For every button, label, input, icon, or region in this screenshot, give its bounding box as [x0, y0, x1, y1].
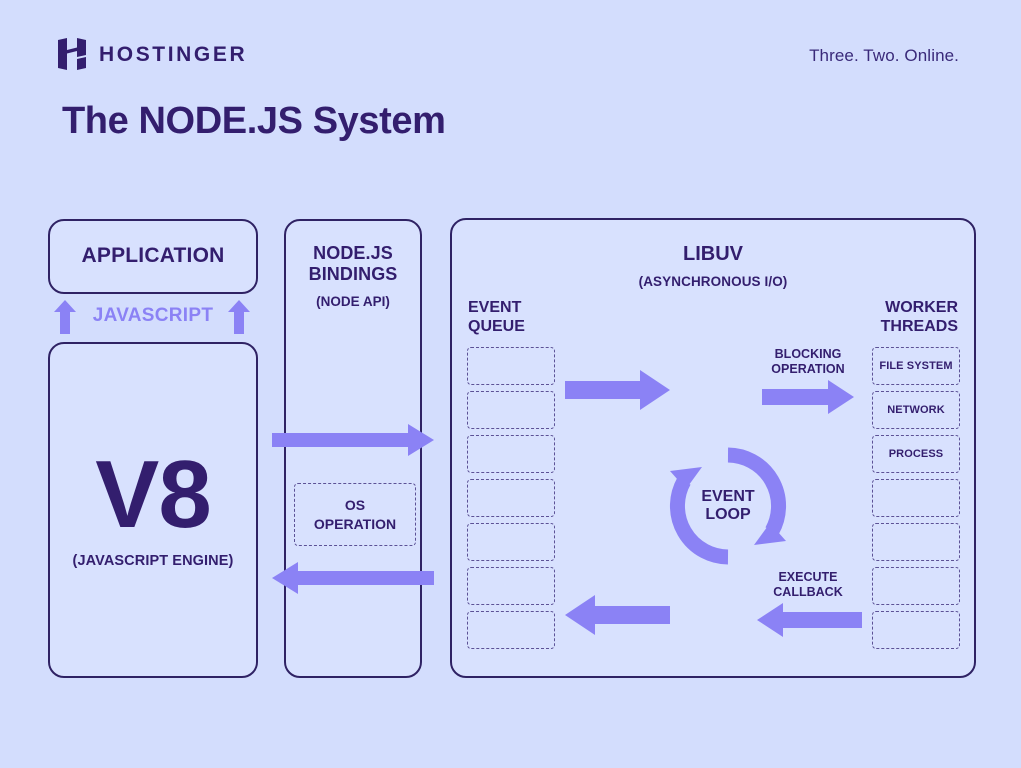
application-label: APPLICATION [81, 244, 225, 268]
os-operation-line1: OS [344, 497, 366, 514]
event-queue-slot [467, 435, 555, 473]
event-queue-slot [467, 347, 555, 385]
v8-sublabel: (JAVASCRIPT ENGINE) [72, 553, 234, 570]
bindings-title-line1: NODE.JS [313, 243, 393, 263]
arrow-left-icon-execute-callback [757, 603, 862, 637]
event-loop-label-line2: LOOP [705, 506, 751, 523]
libuv-panel: LIBUV (ASYNCHRONOUS I/O) EVENT QUEUE WOR… [450, 218, 976, 678]
arrow-right-icon-to-libuv [272, 424, 434, 456]
bindings-title: NODE.JS BINDINGS [286, 243, 420, 285]
v8-panel: V8 (JAVASCRIPT ENGINE) [48, 342, 258, 678]
v8-label: V8 [95, 440, 211, 548]
os-operation-line2: OPERATION [313, 515, 397, 532]
event-queue-slot [467, 567, 555, 605]
arrow-up-icon-left [54, 300, 76, 334]
worker-thread-slot [872, 611, 960, 649]
event-queue-slot [467, 611, 555, 649]
worker-thread-slot [872, 523, 960, 561]
event-queue-slot [467, 391, 555, 429]
event-queue-column [467, 347, 555, 655]
event-queue-slot [467, 523, 555, 561]
worker-thread-slot [872, 479, 960, 517]
event-loop-label: EVENT LOOP [664, 442, 792, 570]
event-queue-heading-line2: QUEUE [468, 317, 525, 335]
event-queue-slot [467, 479, 555, 517]
javascript-label: JAVASCRIPT [92, 305, 214, 326]
blocking-operation-line1: BLOCKING [774, 347, 842, 361]
os-operation-box: OS OPERATION [294, 483, 416, 546]
circular-arrow-loop-icon [664, 447, 792, 574]
bindings-title-line2: BINDINGS [308, 263, 398, 284]
worker-threads-heading: WORKER THREADS [881, 299, 958, 336]
event-queue-heading: EVENT QUEUE [468, 299, 525, 336]
libuv-subtitle: (ASYNCHRONOUS I/O) [638, 274, 788, 290]
worker-thread-slot: FILE SYSTEM [872, 347, 960, 385]
javascript-bridge: JAVASCRIPT [48, 300, 258, 336]
arrow-left-icon-loop-to-queue [565, 595, 670, 635]
nodejs-bindings-panel: NODE.JS BINDINGS (NODE API) OS OPERATION [284, 219, 422, 678]
brand-name: HOSTINGER [99, 42, 248, 66]
bindings-subtitle: (NODE API) [316, 293, 390, 309]
worker-threads-heading-line1: WORKER [885, 299, 958, 316]
arrow-up-icon-right [228, 300, 250, 334]
worker-thread-slot [872, 567, 960, 605]
libuv-title: LIBUV [683, 243, 743, 265]
arrow-left-icon-from-libuv [272, 562, 434, 594]
worker-threads-column: FILE SYSTEM NETWORK PROCESS [872, 347, 960, 655]
arrow-right-icon-queue-to-loop [565, 370, 670, 410]
execute-callback-line1: EXECUTE [778, 570, 838, 584]
worker-thread-slot: NETWORK [872, 391, 960, 429]
page-title: The NODE.JS System [62, 100, 446, 142]
tagline: Three. Two. Online. [809, 46, 959, 65]
blocking-operation-label: BLOCKING OPERATION [758, 347, 858, 377]
application-panel: APPLICATION [48, 219, 258, 294]
worker-threads-heading-line2: THREADS [880, 317, 958, 335]
execute-callback-label: EXECUTE CALLBACK [750, 570, 866, 600]
event-queue-heading-line1: EVENT [468, 299, 522, 316]
arrow-right-icon-blocking-operation [762, 380, 854, 414]
event-loop: EVENT LOOP [664, 442, 792, 570]
blocking-operation-line2: OPERATION [771, 362, 845, 376]
execute-callback-line2: CALLBACK [773, 585, 843, 599]
event-loop-label-line1: EVENT [701, 487, 755, 505]
hostinger-h-logo-icon [58, 38, 86, 70]
brand-lockup: HOSTINGER [58, 38, 247, 70]
worker-thread-slot: PROCESS [872, 435, 960, 473]
